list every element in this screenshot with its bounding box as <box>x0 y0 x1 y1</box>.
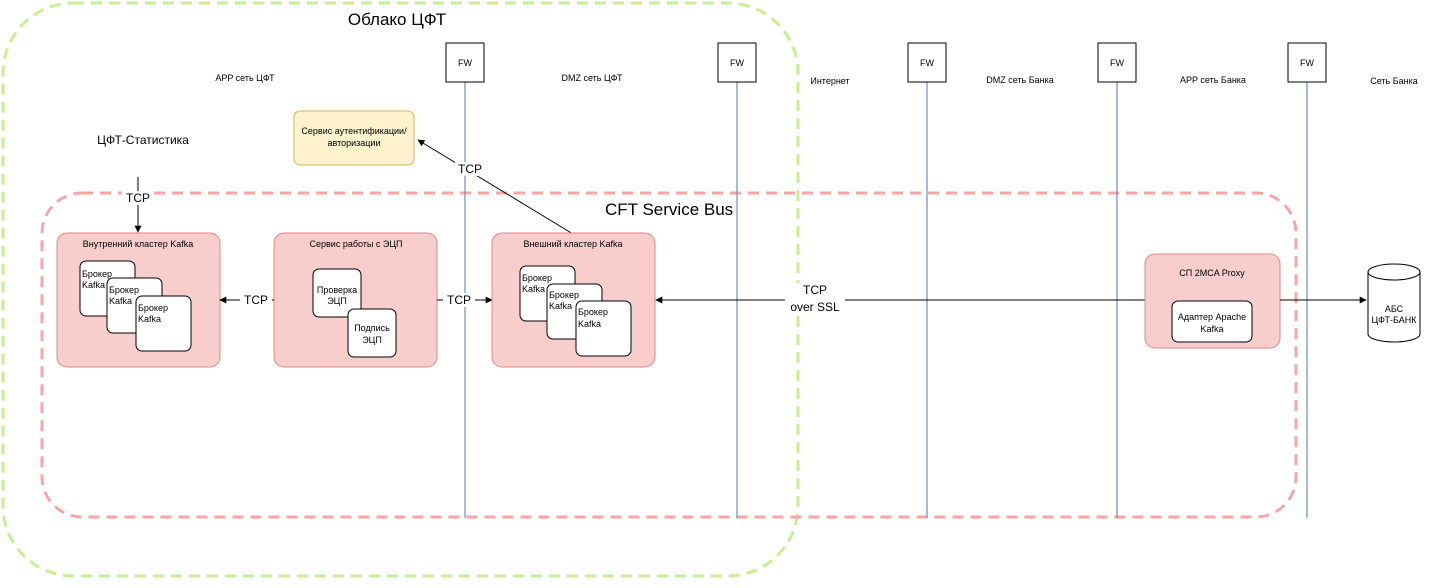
abs-database: АБС ЦФТ-БАНК <box>1367 263 1421 343</box>
svg-text:Брокер: Брокер <box>549 290 579 300</box>
ssl-link-label-1: TCP <box>803 283 827 297</box>
ecp-sign: Подпись ЭЦП <box>347 308 397 358</box>
svg-text:Kafka: Kafka <box>549 301 572 311</box>
ecp-outer-link-label: TCP <box>447 293 471 307</box>
svg-text:Kafka: Kafka <box>522 284 545 294</box>
svg-text:Подпись: Подпись <box>354 323 390 333</box>
svg-text:Адаптер Apache: Адаптер Apache <box>1178 312 1246 322</box>
svg-text:авторизации: авторизации <box>328 138 381 148</box>
svg-text:FW: FW <box>458 58 472 68</box>
service-bus-boundary <box>40 191 1298 519</box>
stats-label: ЦФТ-Статистика <box>97 133 189 147</box>
firewall-4: FW <box>1097 42 1137 83</box>
firewall-3: FW <box>907 42 947 83</box>
svg-text:FW: FW <box>1300 58 1314 68</box>
svg-text:FW: FW <box>730 58 744 68</box>
firewall-2: FW <box>717 42 757 83</box>
svg-text:Проверка: Проверка <box>317 285 357 295</box>
firewall-5: FW <box>1287 42 1327 83</box>
svg-text:СП 2MCA Proxy: СП 2MCA Proxy <box>1179 268 1245 278</box>
service-bus-title: CFT Service Bus <box>605 200 733 219</box>
svg-text:Внутренний кластер Kafka: Внутренний кластер Kafka <box>83 239 193 249</box>
proxy-service: СП 2MCA Proxy Адаптер Apache Kafka <box>1144 253 1281 349</box>
ssl-link-label-2: over SSL <box>790 300 840 314</box>
zone-internet: Интернет <box>810 76 849 86</box>
ecp-check: Проверка ЭЦП <box>312 268 362 318</box>
outer-kafka-cluster: Внешний кластер Kafka Брокер Kafka Броке… <box>491 232 656 368</box>
svg-text:Kafka: Kafka <box>82 280 105 290</box>
zone-dmz-cft: DMZ сеть ЦФТ <box>561 73 623 83</box>
svg-text:FW: FW <box>1110 58 1124 68</box>
zone-bank-network: Сеть Банка <box>1370 76 1418 86</box>
zone-app-cft: APP сеть ЦФТ <box>215 73 275 83</box>
ecp-inner-link-label: TCP <box>244 293 268 307</box>
zone-app-bank: APP сеть Банка <box>1180 75 1246 85</box>
svg-text:ЭЦП: ЭЦП <box>362 335 382 345</box>
svg-text:Брокер: Брокер <box>138 303 168 313</box>
svg-text:Внешний кластер Kafka: Внешний кластер Kafka <box>523 239 622 249</box>
auth-link-label: TCP <box>458 162 482 176</box>
cloud-title: Облако ЦФТ <box>348 10 446 29</box>
kafka-adapter: Адаптер Apache Kafka <box>1171 300 1253 343</box>
firewall-1: FW <box>445 42 485 83</box>
ecp-service: Сервис работы с ЭЦП Проверка ЭЦП Подпись… <box>273 232 438 368</box>
svg-text:ЭЦП: ЭЦП <box>327 296 347 306</box>
svg-text:Kafka: Kafka <box>109 296 132 306</box>
stats-link-label: TCP <box>126 191 150 205</box>
inner-broker-3: Брокер Kafka <box>135 295 192 352</box>
svg-text:Брокер: Брокер <box>578 307 608 317</box>
svg-text:Kafka: Kafka <box>138 314 161 324</box>
zone-dmz-bank: DMZ сеть Банка <box>986 75 1054 85</box>
inner-kafka-cluster: Внутренний кластер Kafka Брокер Kafka Бр… <box>56 232 221 368</box>
svg-text:ЦФТ-БАНК: ЦФТ-БАНК <box>1372 315 1418 325</box>
svg-text:Kafka: Kafka <box>578 319 601 329</box>
outer-broker-3: Брокер Kafka <box>575 300 632 357</box>
svg-text:Сервис аутентификации/: Сервис аутентификации/ <box>301 126 407 136</box>
svg-text:Брокер: Брокер <box>82 269 112 279</box>
svg-text:FW: FW <box>920 58 934 68</box>
svg-text:Брокер: Брокер <box>522 273 552 283</box>
auth-service: Сервис аутентификации/ авторизации <box>293 110 415 166</box>
svg-text:Kafka: Kafka <box>1200 324 1223 334</box>
svg-text:Брокер: Брокер <box>109 285 139 295</box>
svg-text:АБС: АБС <box>1385 304 1404 314</box>
svg-text:Сервис работы с ЭЦП: Сервис работы с ЭЦП <box>310 239 403 249</box>
auth-arrow <box>417 139 574 235</box>
